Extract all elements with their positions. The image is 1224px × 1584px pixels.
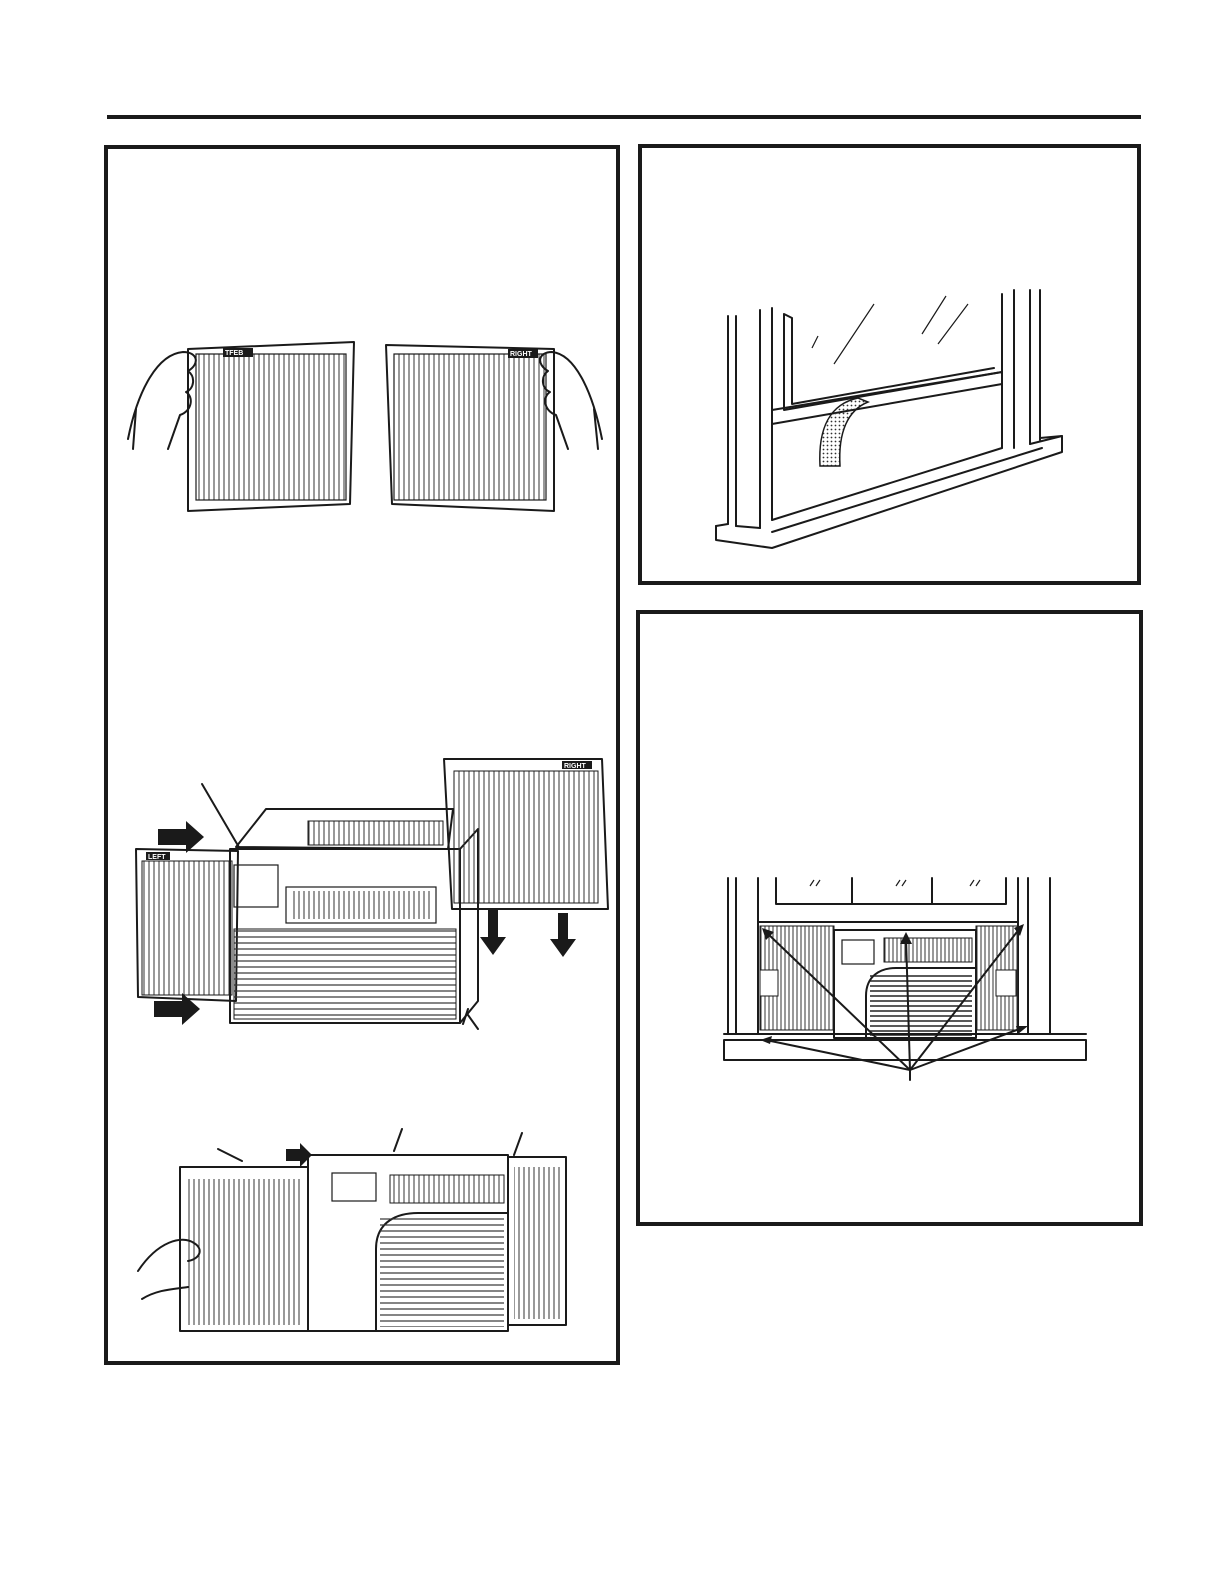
panel-foam-seal [638,144,1141,585]
tag-right-curtain-2: RIGHT [564,763,587,770]
pointer-arrow-icon [468,1015,478,1029]
pointer-arrow-icon [202,784,240,849]
arrow-down-icon [550,913,576,957]
figure-curtain-extended [138,1129,566,1331]
foam-seal-illustration [642,148,1145,589]
pointer-arrow-icon [218,1149,242,1161]
installed-unit-illustration [640,614,1147,1230]
pointer-arrow-icon [766,1040,910,1070]
tag-right-curtain-1: RIGHT [510,351,533,358]
header-rule [107,115,1141,119]
pointer-arrow-icon [394,1129,402,1151]
figure-curtains-insert: LEFT RIGHT [136,759,608,1029]
panel-installed-unit [636,610,1143,1226]
arrow-down-icon [480,909,506,955]
pointer-arrow-icon [514,1133,522,1155]
figure-curtains-held: TFEB RIGHT [128,342,602,511]
panel-side-curtain-installation: TFEB RIGHT LEFT [104,145,620,1365]
tag-left-curtain-1: TFEB [225,350,243,357]
tag-left-curtain-2: LEFT [148,854,166,861]
arrow-right-icon [158,821,204,853]
side-curtain-illustrations: TFEB RIGHT LEFT [108,149,624,1369]
